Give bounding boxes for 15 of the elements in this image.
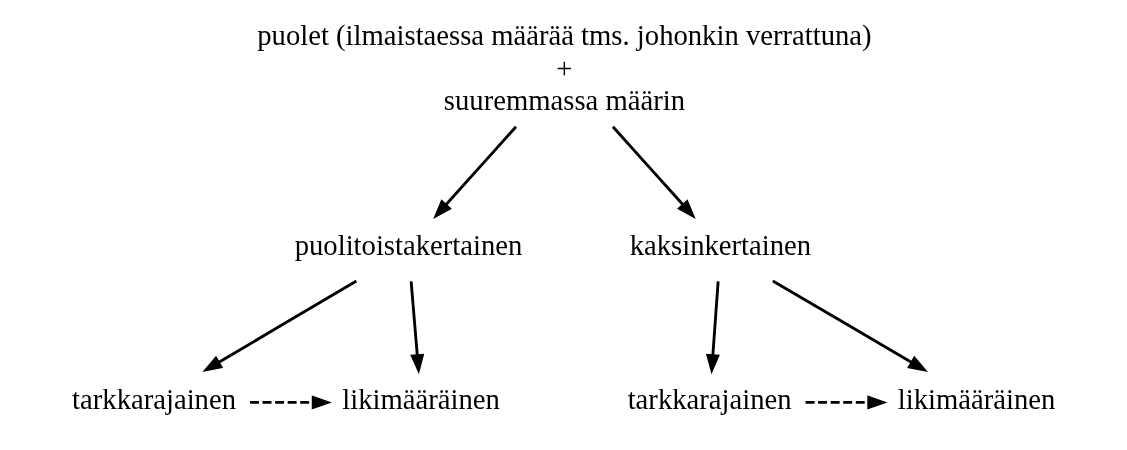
node-text: kaksinkertainen <box>629 229 811 262</box>
node-text: tarkkarajainen <box>627 383 792 416</box>
arrow <box>805 395 887 410</box>
arrow <box>705 281 720 375</box>
arrow <box>611 125 696 220</box>
node-text: tarkkarajainen <box>71 383 236 416</box>
node-text: likimääräinen <box>897 383 1055 416</box>
arrow <box>201 279 357 373</box>
arrow <box>432 125 517 220</box>
arrow <box>409 281 424 375</box>
arrow <box>249 395 332 410</box>
node-text: puolitoistakertainen <box>294 229 522 262</box>
node-text: likimääräinen <box>341 383 500 416</box>
node-text: puolet (ilmaistaessa määrää tms. johonkin verrattuna) + suuremmassa määrin <box>256 19 872 116</box>
arrow <box>771 279 928 373</box>
